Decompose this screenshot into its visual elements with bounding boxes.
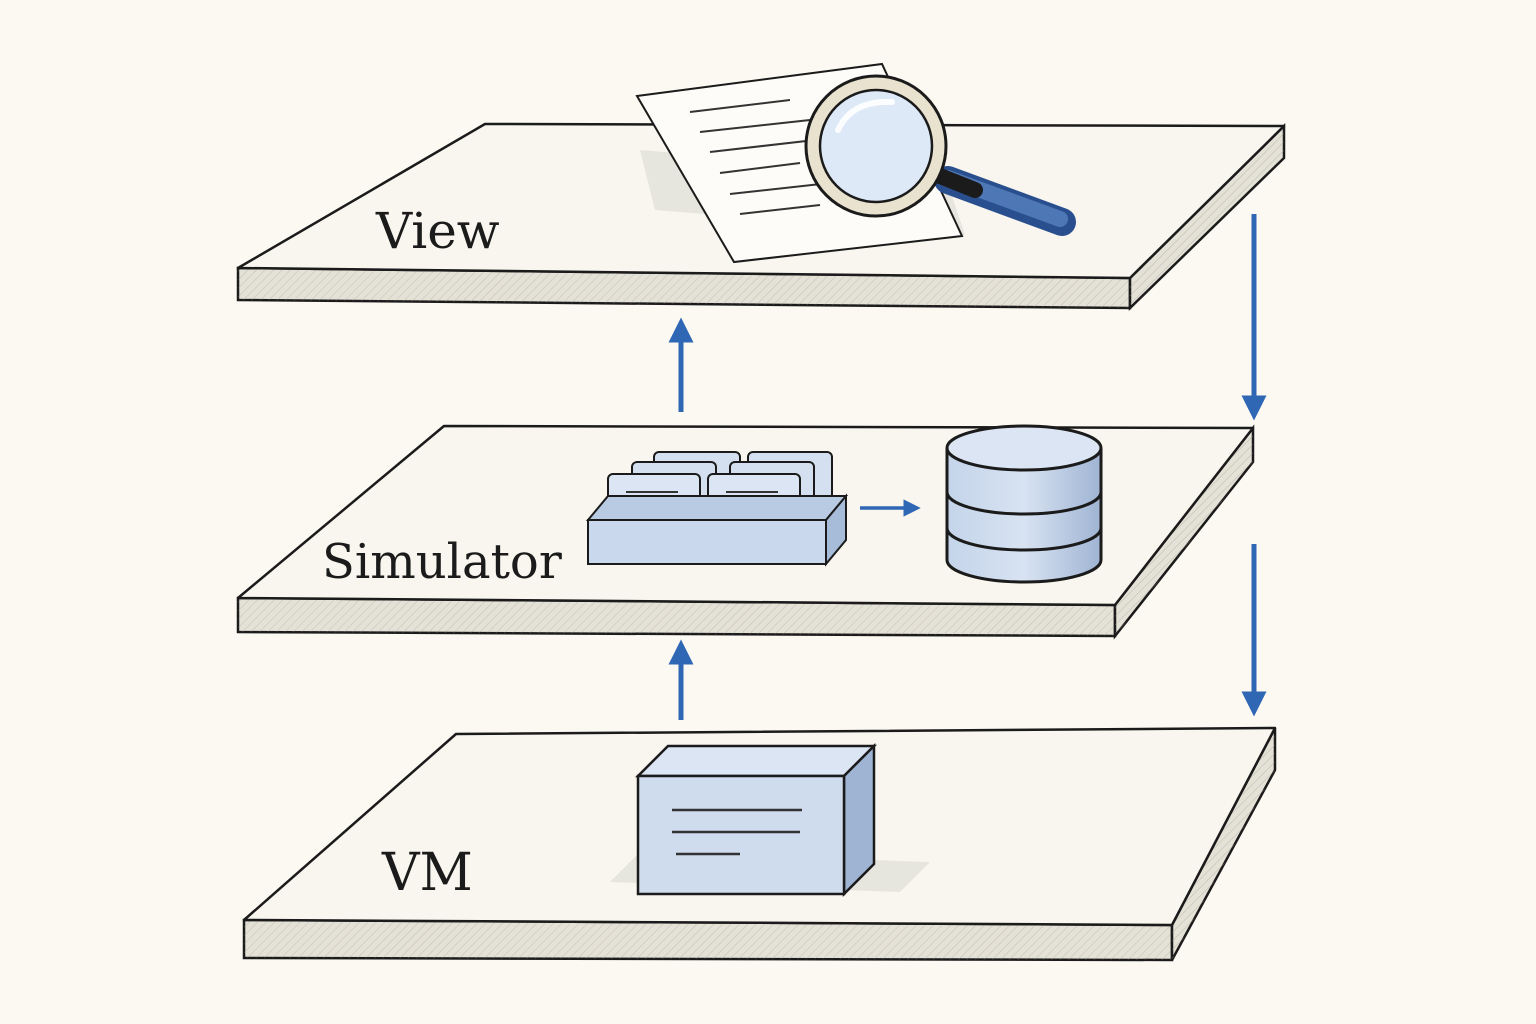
vm-layer: VM xyxy=(242,726,1277,962)
vm-label: VM xyxy=(381,843,473,903)
view-label: View xyxy=(375,202,500,260)
view-layer: View xyxy=(236,62,1286,311)
card-tray-icon xyxy=(585,451,849,567)
simulator-layer: Simulator xyxy=(236,424,1255,640)
simulator-label: Simulator xyxy=(322,534,562,590)
database-icon xyxy=(945,424,1103,584)
magnifier-icon xyxy=(804,74,1076,236)
vm-box-icon xyxy=(610,742,930,898)
